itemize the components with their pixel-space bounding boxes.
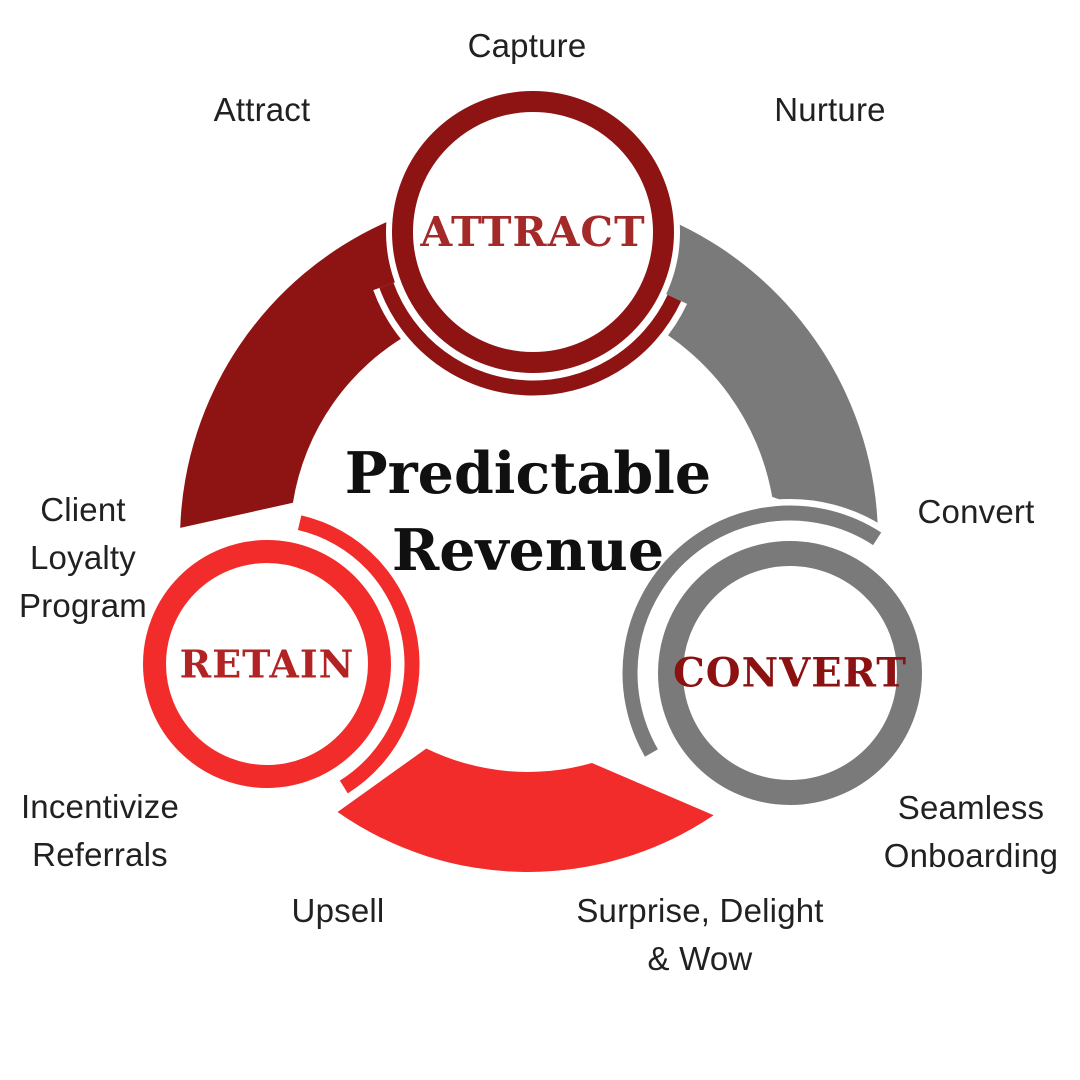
arc-retain-to-convert	[337, 748, 714, 872]
center-title: Predictable Revenue	[345, 435, 711, 589]
label-attract-stage: Attract	[213, 91, 311, 128]
retain-word: RETAIN	[180, 642, 355, 687]
label-incentivize-referrals: Incentivize Referrals	[20, 788, 180, 873]
retain-ring	[143, 540, 391, 788]
label-surprise-delight-wow: Surprise, Delight & Wow	[576, 892, 824, 977]
label-seamless-onboarding: Seamless Onboarding	[883, 789, 1059, 874]
label-client-loyalty-program: Client Loyalty Program	[19, 491, 147, 624]
label-upsell: Upsell	[291, 892, 385, 929]
center-title-line1: Predictable	[344, 440, 712, 507]
attract-inner	[413, 112, 653, 352]
retain-accent-arc	[297, 515, 420, 794]
label-convert-stage: Convert	[917, 493, 1035, 530]
label-nurture: Nurture	[774, 91, 886, 128]
convert-ring	[658, 541, 922, 805]
attract-accent-arc	[379, 282, 682, 396]
retain-inner	[166, 563, 368, 765]
arc-retain-to-attract	[180, 222, 413, 528]
convert-word: CONVERT	[673, 650, 907, 697]
attract-word: ATTRACT	[419, 208, 645, 256]
center-title-line2: Revenue	[391, 517, 665, 584]
arc-attract-to-convert	[644, 224, 878, 534]
convert-inner	[683, 566, 897, 780]
label-capture: Capture	[467, 27, 587, 64]
attract-ring	[392, 91, 674, 373]
convert-accent-arc	[622, 505, 882, 757]
